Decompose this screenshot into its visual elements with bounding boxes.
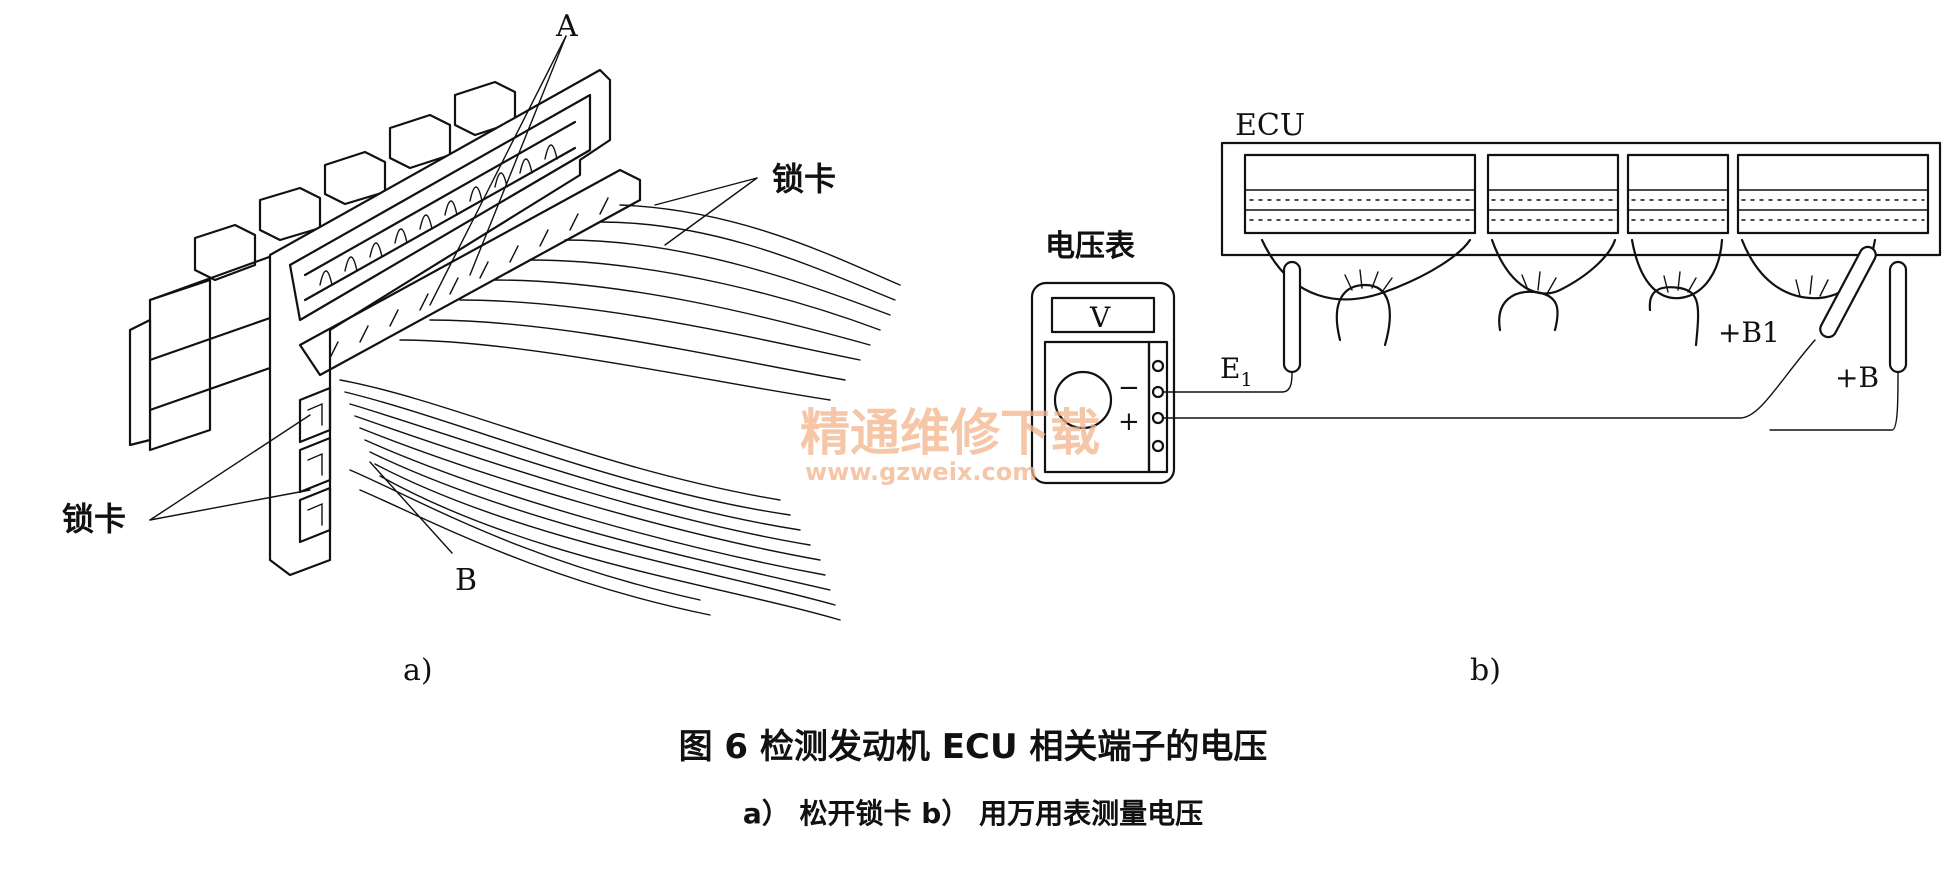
panel-a-sublabel: a): [403, 653, 433, 688]
watermark-cn: 精通维修下载: [800, 404, 1100, 462]
b1-label: +B1: [1718, 316, 1780, 349]
panel-b-ecu-measurement: ECU: [1030, 108, 1942, 688]
voltmeter-label: 电压表: [1045, 229, 1135, 264]
measurement-wires: [1162, 339, 1899, 431]
probe-b: [1888, 260, 1908, 374]
terminal-plus: +: [1118, 407, 1140, 437]
e1-label: E1: [1220, 352, 1253, 391]
voltmeter: V − +: [1030, 281, 1176, 485]
panel-a-connector-drawing: A B 锁卡 锁卡 a): [62, 9, 901, 688]
probes: [1282, 245, 1908, 374]
ecu-label: ECU: [1235, 108, 1305, 143]
ecu-connectors: [1243, 153, 1930, 235]
terminal-minus: −: [1118, 373, 1140, 403]
lock-label-top: 锁卡: [772, 160, 836, 198]
watermark: 精通维修下载 www.gzweix.com: [800, 404, 1100, 486]
label-a: A: [555, 9, 578, 44]
lock-label-left: 锁卡: [62, 500, 126, 538]
voltmeter-unit: V: [1089, 301, 1111, 334]
panel-b-sublabel: b): [1470, 653, 1501, 688]
ecu-harness: [1260, 238, 1877, 347]
voltmeter-dial: [1053, 370, 1113, 430]
voltmeter-display: [1050, 296, 1156, 334]
b-label: +B: [1835, 361, 1879, 394]
probe-e1: [1282, 260, 1302, 374]
wire-bundle: [339, 204, 901, 621]
connector-front-frame: [268, 68, 642, 577]
ecu-box: [1220, 141, 1942, 257]
connector-housing: [128, 80, 517, 452]
figure-caption-subtitle: a） 松开锁卡 b） 用万用表测量电压: [743, 797, 1203, 830]
panel-a-leader-lines: [149, 35, 758, 554]
watermark-url: www.gzweix.com: [805, 458, 1037, 486]
figure-caption-title: 图 6 检测发动机 ECU 相关端子的电压: [679, 727, 1268, 767]
probe-b1: [1819, 245, 1877, 339]
label-b: B: [455, 563, 477, 598]
